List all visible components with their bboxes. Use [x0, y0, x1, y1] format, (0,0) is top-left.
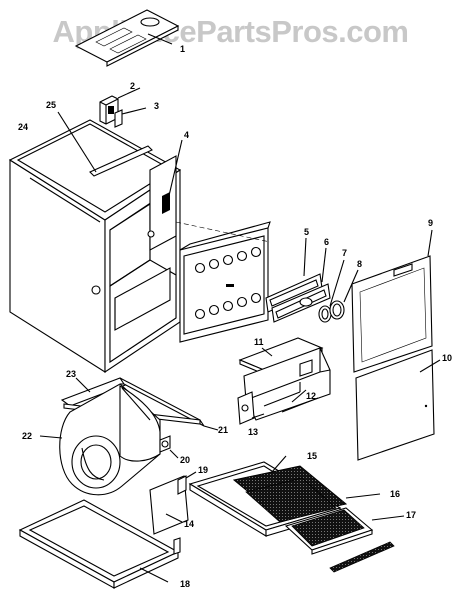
part-4-access-panel [167, 139, 271, 343]
part-3-bracket [114, 107, 147, 128]
callout-20: 20 [180, 455, 191, 465]
callout-10: 10 [442, 353, 453, 363]
part-20-capacitor [159, 435, 179, 459]
part-18-base-pan [18, 499, 181, 589]
part-16-filter-mesh [232, 465, 381, 523]
part-8-ring [329, 269, 359, 320]
callout-24: 24 [18, 122, 29, 132]
callout-25: 25 [46, 100, 57, 110]
callout-1: 1 [180, 44, 186, 54]
callout-21: 21 [218, 425, 229, 435]
callout-3: 3 [154, 101, 160, 111]
callout-22: 22 [22, 431, 33, 441]
callout-17: 17 [406, 510, 417, 520]
callout-2: 2 [130, 81, 136, 91]
callout-6: 6 [324, 237, 330, 247]
callout-15: 15 [307, 451, 318, 461]
part-19-clip [177, 471, 197, 495]
callout-18: 18 [180, 579, 191, 589]
callout-8: 8 [357, 259, 363, 269]
callout-11: 11 [254, 337, 264, 347]
part-22-blower [39, 383, 161, 496]
callout-16: 16 [390, 489, 401, 499]
callout-5: 5 [304, 227, 310, 237]
callout-23: 23 [66, 369, 77, 379]
callout-4: 4 [184, 130, 190, 140]
part-25-rail [57, 111, 153, 177]
part-6-frame [271, 247, 331, 323]
part-1-top-vent-plate [74, 9, 180, 67]
callout-12: 12 [306, 391, 317, 401]
part-10-panel [355, 349, 441, 461]
callout-13: 13 [248, 427, 259, 437]
part-2-switch [99, 87, 141, 125]
callout-14: 14 [184, 519, 195, 529]
part-13-bracket [237, 391, 265, 425]
callout-19: 19 [198, 465, 209, 475]
filter-rail [329, 541, 395, 573]
part-24-cabinet [8, 119, 182, 374]
part-7-ring [318, 259, 345, 323]
part-9-grille-panel [351, 229, 433, 373]
callout-9: 9 [428, 218, 434, 228]
callout-7: 7 [342, 248, 348, 258]
part-17-filter-frame [284, 507, 405, 555]
